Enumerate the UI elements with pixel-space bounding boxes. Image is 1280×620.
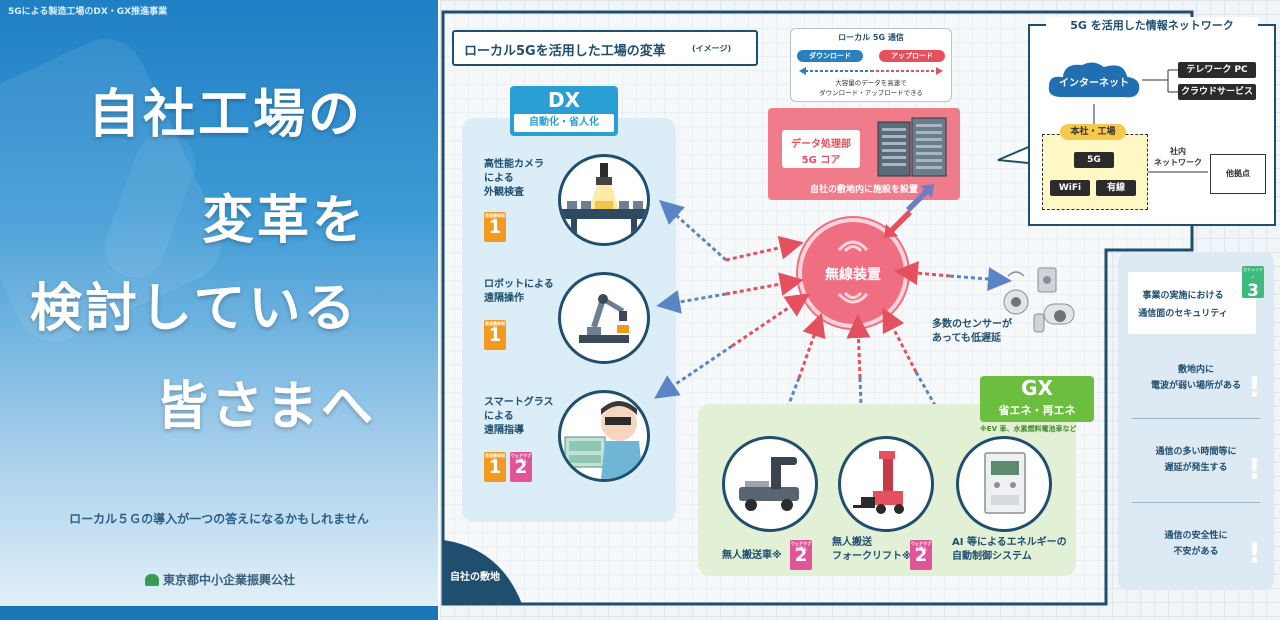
other-site-node: 他拠点: [1210, 154, 1266, 194]
organization-name: 東京都中小企業振興公社: [145, 571, 295, 588]
wifi-node: WiFi: [1050, 180, 1090, 196]
signal-waves-icon: [837, 292, 869, 304]
cloud-service-node: クラウドサービス: [1178, 84, 1256, 100]
forklift-icon: [853, 451, 904, 514]
internet-cloud-icon: [1046, 60, 1142, 100]
cover-headline-line-2: 変革を: [202, 191, 368, 251]
dx-item-3-label: スマートグラス による 遠隔指導: [484, 397, 554, 436]
gx-badge-label: GX: [1021, 376, 1053, 400]
5g-node: 5G: [1074, 152, 1114, 168]
dx-subtitle: 自動化・省人化: [514, 114, 614, 132]
network-links: [1093, 69, 1208, 173]
diagram-title: ローカル5Gを活用した工場の変革: [464, 44, 666, 59]
comm-title: ローカル 5G 通信: [838, 33, 904, 42]
gx-subtitle: 省エネ・再エネ: [998, 404, 1076, 417]
internal-network-label: 社内 ネットワーク: [1154, 147, 1202, 167]
security-title-1: 事業の実施における: [1142, 291, 1224, 301]
sensors-icon: [1003, 267, 1075, 333]
sensors-caption: 多数のセンサーが あっても低遅延: [932, 319, 1012, 344]
security-issue-1: 敷地内に 電波が弱い場所がある: [1150, 365, 1241, 391]
core-label-box: データ処理部 5G コア: [782, 130, 860, 168]
diagram-title-box: ローカル5Gを活用した工場の変革 (イメージ): [452, 30, 758, 66]
cover-tagline: ローカル５Ｇの導入が一つの答えになるかもしれません: [69, 512, 369, 526]
telework-pc-node: テレワーク PC: [1178, 62, 1256, 78]
bidirectional-arrow-icon: [799, 67, 943, 75]
hq-factory-label: 本社・工場: [1060, 124, 1126, 140]
warning-exclamation-icon: !: [1248, 370, 1261, 403]
server-rack-icon: [877, 117, 947, 177]
dx-badge: DX 自動化・省人化: [510, 86, 618, 136]
smart-glass-illustration: [558, 390, 650, 482]
download-pill: ダウンロード: [797, 50, 863, 62]
core-caption: 自社の敷地内に施設を設置: [809, 185, 918, 195]
connection-arrows: [654, 184, 1012, 444]
data-processing-5g-core: データ処理部 5G コア 自社の敷地内に施設を設置: [768, 108, 960, 200]
security-divider: [1132, 502, 1260, 503]
security-issue-2: 通信の多い時間等に 遅延が発生する: [1155, 447, 1237, 473]
automated-guided-vehicle-illustration: [722, 436, 818, 532]
cover-headline-line-3: 検討している: [30, 279, 359, 339]
cover-subtitle: 5Gによる製造工場のDX・GX推進事業: [8, 7, 168, 17]
organization-logo-icon: [145, 574, 159, 586]
wired-node: 有線: [1096, 180, 1136, 196]
information-network-panel: 5G を活用した情報ネットワーク インターネット テレワーク PC クラウドサー…: [1028, 17, 1276, 226]
upload-pill: アップロード: [879, 50, 945, 62]
gx-item-2-label: 無人搬送 フォークリフト※: [832, 537, 912, 562]
security-divider: [1132, 418, 1260, 419]
security-title-2: 通信面のセキュリティ: [1138, 309, 1228, 319]
core-label-2: 5G コア: [801, 155, 841, 166]
security-badge-label: セキュリティ: [1243, 267, 1263, 279]
dx-badge-label: DX: [547, 88, 581, 112]
cover-headline-line-4: 皆さまへ: [156, 377, 377, 437]
security-badge: セキュリティ 3: [1242, 266, 1264, 301]
hq-factory-zone: [1042, 134, 1148, 210]
diagram-title-note: (イメージ): [692, 44, 732, 53]
camera-inspection-icon: [561, 163, 647, 239]
site-label: 自社の敷地: [450, 572, 500, 583]
automated-forklift-illustration: [838, 436, 934, 532]
factory-5g-diagram: 自社の敷地 ローカル5Gを活用した工場の変革 (イメージ) ローカル 5G 通信…: [440, 0, 1280, 620]
warning-exclamation-icon: !: [1248, 452, 1261, 485]
comm-note-2: ダウンロード・アップロードできる: [819, 89, 923, 97]
robot-arm-icon: [579, 294, 629, 343]
local-5g-comm-box: ローカル 5G 通信 ダウンロード アップロード 大容量のデータを高速で ダウン…: [790, 28, 952, 102]
internet-label: インターネット: [1059, 78, 1129, 89]
gx-item-3-label: AI 等によるエネルギーの 自動制御システム: [952, 537, 1067, 562]
core-label-1: データ処理部: [791, 139, 851, 150]
security-panel: 事業の実施における 通信面のセキュリティ セキュリティ 3 敷地内に 電波が弱い…: [1118, 252, 1274, 590]
dx-item-1-label: 高性能カメラ による 外観検査: [484, 159, 544, 198]
wireless-device-label: 無線装置: [825, 267, 881, 283]
cover-bottom-bar: [0, 606, 438, 620]
security-issue-3: 通信の安全性に 不安がある: [1164, 531, 1228, 557]
signal-waves-icon: [837, 240, 869, 252]
security-badge-number: 3: [1247, 281, 1259, 301]
gx-badge: GX 省エネ・再エネ: [980, 376, 1094, 422]
control-panel-icon: [984, 452, 1026, 514]
network-title: 5G を活用した情報ネットワーク: [1046, 17, 1258, 33]
gx-note: ※EV 車、水素燃料電池車など: [980, 425, 1077, 433]
camera-inspection-illustration: [558, 154, 650, 246]
agv-cart-icon: [739, 457, 799, 511]
comm-note-1: 大容量のデータを高速で: [835, 79, 907, 87]
robot-remote-operation-illustration: [558, 272, 650, 364]
warning-exclamation-icon: !: [1248, 536, 1261, 569]
ai-energy-control-illustration: [956, 436, 1052, 532]
brochure-cover: 5Gによる製造工場のDX・GX推進事業 自社工場の 変革を 検討している 皆さま…: [0, 0, 438, 620]
dx-item-2-label: ロボットによる 遠隔操作: [484, 279, 554, 304]
security-title-box: 事業の実施における 通信面のセキュリティ: [1128, 272, 1256, 334]
gx-item-1-label: 無人搬送車※: [722, 550, 782, 561]
cover-headline-line-1: 自社工場の: [88, 85, 364, 145]
